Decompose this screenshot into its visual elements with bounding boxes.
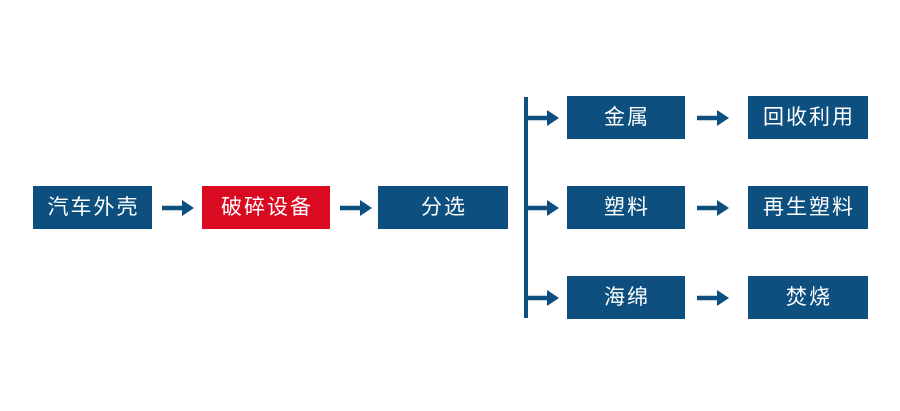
node-sponge-label: 海绵	[604, 286, 650, 309]
node-regenerated-plastic[interactable]: 再生塑料	[748, 186, 868, 229]
arrow-sponge-to-destiny-icon	[697, 286, 729, 310]
node-recycle-reuse-label: 回收利用	[763, 106, 855, 129]
arrow-plastic-to-destiny-icon	[697, 196, 729, 220]
node-sorting-label: 分选	[421, 196, 467, 219]
node-plastic-label: 塑料	[604, 196, 650, 219]
node-plastic[interactable]: 塑料	[567, 186, 685, 229]
node-car-shell[interactable]: 汽车外壳	[33, 186, 152, 229]
node-incineration[interactable]: 焚烧	[748, 276, 868, 319]
arrow-metal-to-destiny-icon	[697, 106, 729, 130]
arrow-branch-to-plastic-icon	[525, 196, 559, 220]
arrow-car-shell-to-crusher-icon	[162, 196, 194, 220]
node-crusher-equipment-label: 破碎设备	[221, 196, 313, 219]
node-regenerated-plastic-label: 再生塑料	[763, 196, 855, 219]
arrow-branch-to-sponge-icon	[525, 286, 559, 310]
arrow-branch-to-metal-icon	[525, 106, 559, 130]
node-crusher-equipment[interactable]: 破碎设备	[202, 186, 330, 229]
arrow-crusher-to-sorting-icon	[340, 196, 372, 220]
node-metal-label: 金属	[604, 106, 650, 129]
node-incineration-label: 焚烧	[786, 286, 832, 309]
node-sponge[interactable]: 海绵	[567, 276, 685, 319]
node-recycle-reuse[interactable]: 回收利用	[748, 96, 868, 139]
node-car-shell-label: 汽车外壳	[47, 196, 140, 219]
node-sorting[interactable]: 分选	[378, 186, 508, 229]
node-metal[interactable]: 金属	[567, 96, 685, 139]
